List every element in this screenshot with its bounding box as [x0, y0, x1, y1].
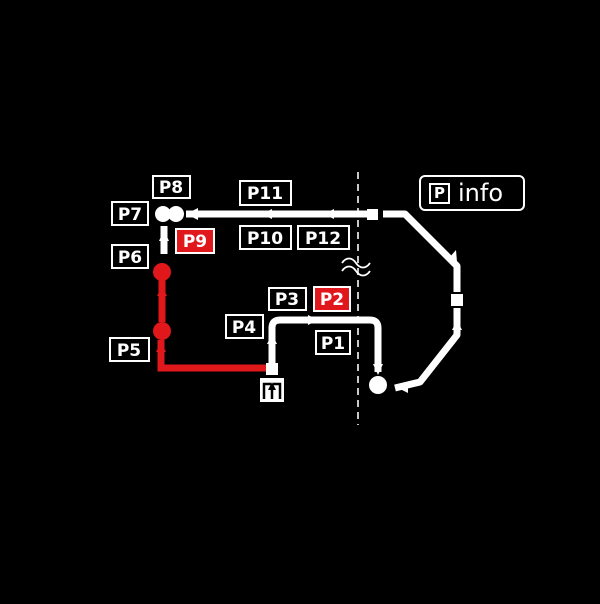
- arrow-icon: [157, 286, 167, 296]
- parking-info-button[interactable]: P info: [419, 175, 525, 211]
- label-p7: P7: [111, 201, 149, 226]
- arrow-icon: [308, 315, 318, 325]
- node-p7: [155, 206, 171, 222]
- node-p8: [168, 206, 184, 222]
- svg-text:P4: P4: [232, 318, 256, 338]
- label-p4: P4: [225, 314, 264, 339]
- svg-text:P6: P6: [118, 248, 142, 268]
- arrow-icon: [262, 209, 272, 219]
- road-right-upper: [383, 210, 461, 292]
- node-junction-top: [367, 209, 378, 220]
- svg-text:P2: P2: [320, 290, 344, 310]
- svg-text:P5: P5: [117, 341, 141, 361]
- red-route-arrows: [156, 286, 167, 352]
- label-p1: P1: [315, 330, 351, 355]
- water-wave-icon: [341, 257, 371, 277]
- arrow-icon: [398, 382, 408, 393]
- arrow-icon: [449, 250, 457, 262]
- you-are-here-arrow-icon: [260, 378, 284, 402]
- arrow-icon: [324, 209, 334, 219]
- svg-text:P7: P7: [118, 205, 142, 225]
- parking-p-icon: P: [429, 182, 450, 204]
- node-junction-entrance: [266, 363, 278, 375]
- node-p5: [153, 322, 171, 340]
- label-p11: P11: [239, 180, 292, 206]
- label-p9: P9: [175, 228, 215, 254]
- label-p2: P2: [313, 286, 351, 312]
- node-exit: [369, 376, 387, 394]
- svg-text:P11: P11: [247, 184, 283, 204]
- road-direction-arrows: [159, 208, 462, 393]
- label-p3: P3: [268, 287, 307, 311]
- svg-text:P3: P3: [275, 290, 299, 310]
- arrow-icon: [373, 364, 383, 375]
- node-junction-right: [451, 294, 463, 306]
- svg-text:P10: P10: [247, 229, 283, 249]
- label-p8: P8: [152, 175, 191, 199]
- road-entrance-loop: [268, 316, 382, 372]
- svg-text:P9: P9: [183, 232, 207, 252]
- svg-text:P1: P1: [321, 334, 345, 354]
- arrow-icon: [159, 230, 169, 241]
- label-p12: P12: [297, 225, 350, 250]
- node-p6: [153, 263, 171, 281]
- arrow-icon: [452, 320, 462, 330]
- svg-text:P12: P12: [305, 229, 341, 249]
- arrow-icon: [156, 342, 166, 352]
- svg-text:P8: P8: [159, 178, 183, 198]
- label-p6: P6: [111, 244, 149, 269]
- route-entrance-to-p5: [157, 340, 268, 372]
- info-button-label: info: [458, 179, 504, 207]
- road-right-lower: [394, 308, 461, 392]
- label-p10: P10: [239, 225, 292, 250]
- label-p5: P5: [109, 337, 150, 362]
- arrow-icon: [267, 334, 277, 344]
- arrow-icon: [186, 208, 198, 220]
